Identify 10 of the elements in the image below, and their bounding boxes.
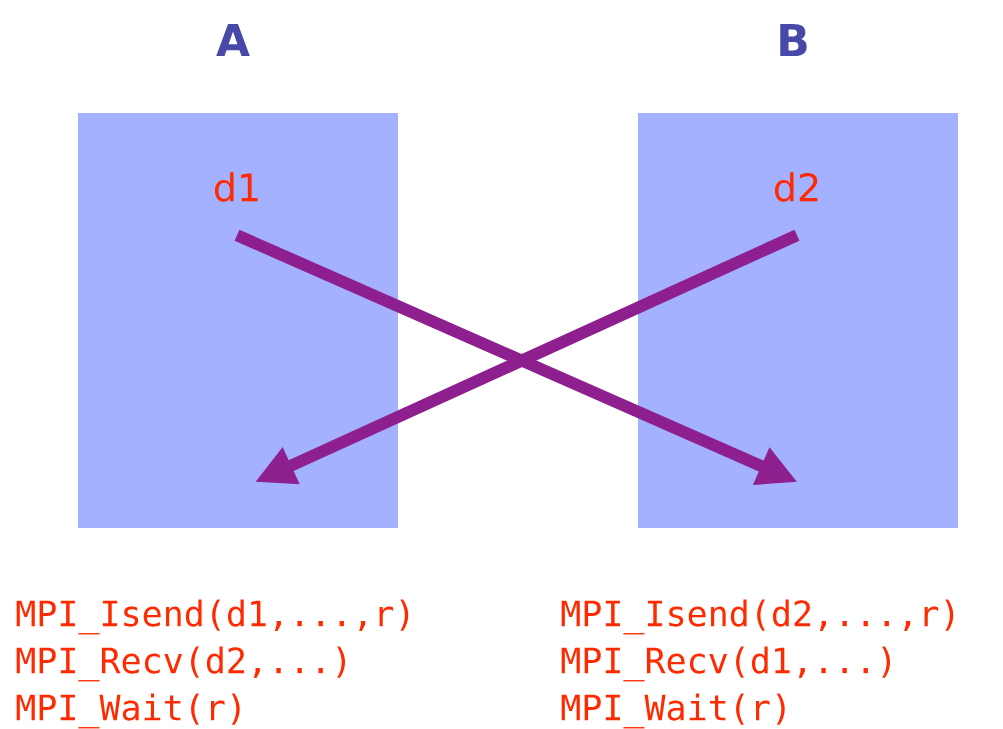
code-line: MPI_Isend(d2,...,r) [561, 599, 954, 635]
node-label: A [216, 23, 250, 57]
code-line: MPI_Recv(d1,...) [561, 646, 891, 682]
variable-label: d2 [774, 172, 818, 202]
code-line: MPI_Wait(r) [16, 693, 240, 729]
code-line: MPI_Wait(r) [561, 693, 785, 729]
code-line: MPI_Recv(d2,...) [16, 646, 346, 682]
code-line: MPI_Isend(d1,...,r) [16, 599, 409, 635]
variable-label: d1 [214, 172, 258, 202]
node-label: B [780, 23, 807, 57]
